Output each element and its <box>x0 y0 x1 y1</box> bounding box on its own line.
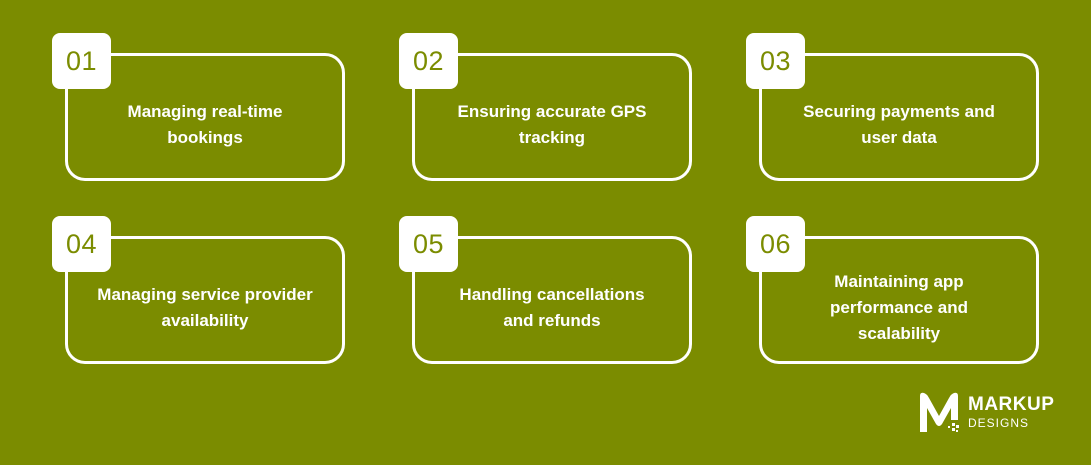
number-badge-2: 02 <box>399 33 458 89</box>
logo-wordmark: MARKUP DESIGNS <box>968 395 1054 429</box>
challenge-card-4: Managing service provider availability <box>65 236 345 364</box>
challenge-card-6: Maintaining app performance and scalabil… <box>759 236 1039 364</box>
number-badge-6: 06 <box>746 216 805 272</box>
challenge-text-5: Handling cancellations and refunds <box>459 285 645 330</box>
markup-m-logo-icon <box>920 392 959 432</box>
markup-designs-logo: MARKUP DESIGNS <box>916 390 1054 434</box>
challenge-text-4: Managing service provider availability <box>97 285 313 330</box>
number-badge-1: 01 <box>52 33 111 89</box>
challenge-card-5: Handling cancellations and refunds <box>412 236 692 364</box>
challenge-card-1: Managing real-time bookings <box>65 53 345 181</box>
challenge-text-1: Managing real-time bookings <box>127 102 283 147</box>
number-badge-5: 05 <box>399 216 458 272</box>
number-badge-4: 04 <box>52 216 111 272</box>
challenge-card-3: Securing payments and user data <box>759 53 1039 181</box>
challenge-card-2: Ensuring accurate GPS tracking <box>412 53 692 181</box>
challenge-text-6: Maintaining app performance and scalabil… <box>830 272 968 343</box>
challenge-text-2: Ensuring accurate GPS tracking <box>457 102 647 147</box>
challenge-text-3: Securing payments and user data <box>803 102 995 147</box>
logo-sub-text: DESIGNS <box>968 416 1030 430</box>
logo-main-text: MARKUP <box>968 394 1055 415</box>
number-badge-3: 03 <box>746 33 805 89</box>
